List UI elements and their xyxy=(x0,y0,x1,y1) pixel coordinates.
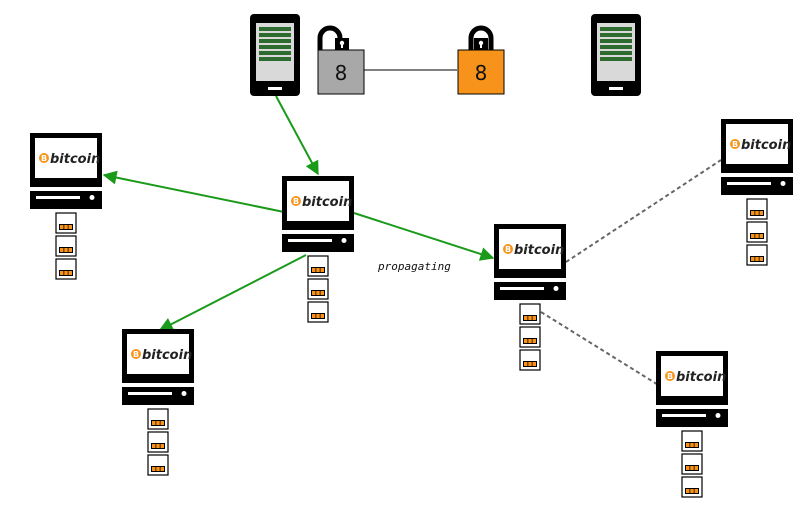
desktop-base xyxy=(122,387,194,405)
bitcoin-label: bitcoin xyxy=(676,370,726,385)
bitcoin-logo-icon: B xyxy=(131,349,141,359)
block-3 xyxy=(681,476,703,498)
bitcoin-logo-icon: B xyxy=(291,196,301,206)
block-2 xyxy=(307,278,329,300)
bitcoin-logo-icon: B xyxy=(730,139,740,149)
arrow-phone-to-center xyxy=(275,95,319,176)
desktop-base xyxy=(30,191,102,209)
block-2 xyxy=(519,326,541,348)
block-1 xyxy=(307,255,329,277)
desktop-base xyxy=(494,282,566,300)
blockchain-stack xyxy=(147,408,169,476)
block-3 xyxy=(746,244,768,266)
block-3 xyxy=(519,349,541,371)
bitcoin-symbol: B xyxy=(293,197,299,206)
blockchain-stack xyxy=(55,212,77,280)
pending-link-right-to-far-right-top xyxy=(565,159,722,263)
arrow-center-to-bottom-left xyxy=(158,254,307,331)
block-1 xyxy=(147,408,169,430)
desktop-base xyxy=(656,409,728,427)
block-2 xyxy=(55,235,77,257)
bitcoin-symbol: B xyxy=(505,245,511,254)
block-1 xyxy=(681,430,703,452)
locked-padlock-number: 8 xyxy=(475,61,488,85)
bitcoin-logo-icon: B xyxy=(503,244,513,254)
bitcoin-symbol: B xyxy=(41,154,47,163)
block-1 xyxy=(519,303,541,325)
desktop-base xyxy=(282,234,354,252)
blockchain-stack xyxy=(681,430,703,498)
bitcoin-label: bitcoin xyxy=(142,348,192,363)
block-2 xyxy=(147,431,169,453)
bitcoin-label: bitcoin xyxy=(514,243,564,258)
locked-padlock: 8 xyxy=(457,25,505,95)
blockchain-stack xyxy=(746,198,768,266)
connections xyxy=(102,69,722,387)
bitcoin-symbol: B xyxy=(732,140,738,149)
block-3 xyxy=(55,258,77,280)
arrow-center-to-right xyxy=(353,212,495,261)
bitcoin-label: bitcoin xyxy=(741,138,791,153)
bitcoin-label: bitcoin xyxy=(302,195,352,210)
block-3 xyxy=(307,301,329,323)
block-3 xyxy=(147,454,169,476)
bitcoin-symbol: B xyxy=(133,350,139,359)
bitcoin-label: bitcoin xyxy=(50,152,100,167)
block-2 xyxy=(746,221,768,243)
bitcoin-symbol: B xyxy=(667,372,673,381)
block-2 xyxy=(681,453,703,475)
blockchain-stack xyxy=(307,255,329,323)
propagating-label: propagating xyxy=(377,260,451,273)
arrow-center-to-left xyxy=(102,170,285,213)
phone-receiver xyxy=(591,14,641,96)
pending-link-right-to-far-right-bottom xyxy=(540,311,661,387)
phone-sender xyxy=(250,14,300,96)
unlocked-padlock: 8 xyxy=(317,25,365,95)
bitcoin-logo-icon: B xyxy=(39,153,49,163)
unlocked-padlock-number: 8 xyxy=(335,61,348,85)
blockchain-stack xyxy=(519,303,541,371)
bitcoin-logo-icon: B xyxy=(665,371,675,381)
desktop-base xyxy=(721,177,793,195)
block-1 xyxy=(55,212,77,234)
block-1 xyxy=(746,198,768,220)
